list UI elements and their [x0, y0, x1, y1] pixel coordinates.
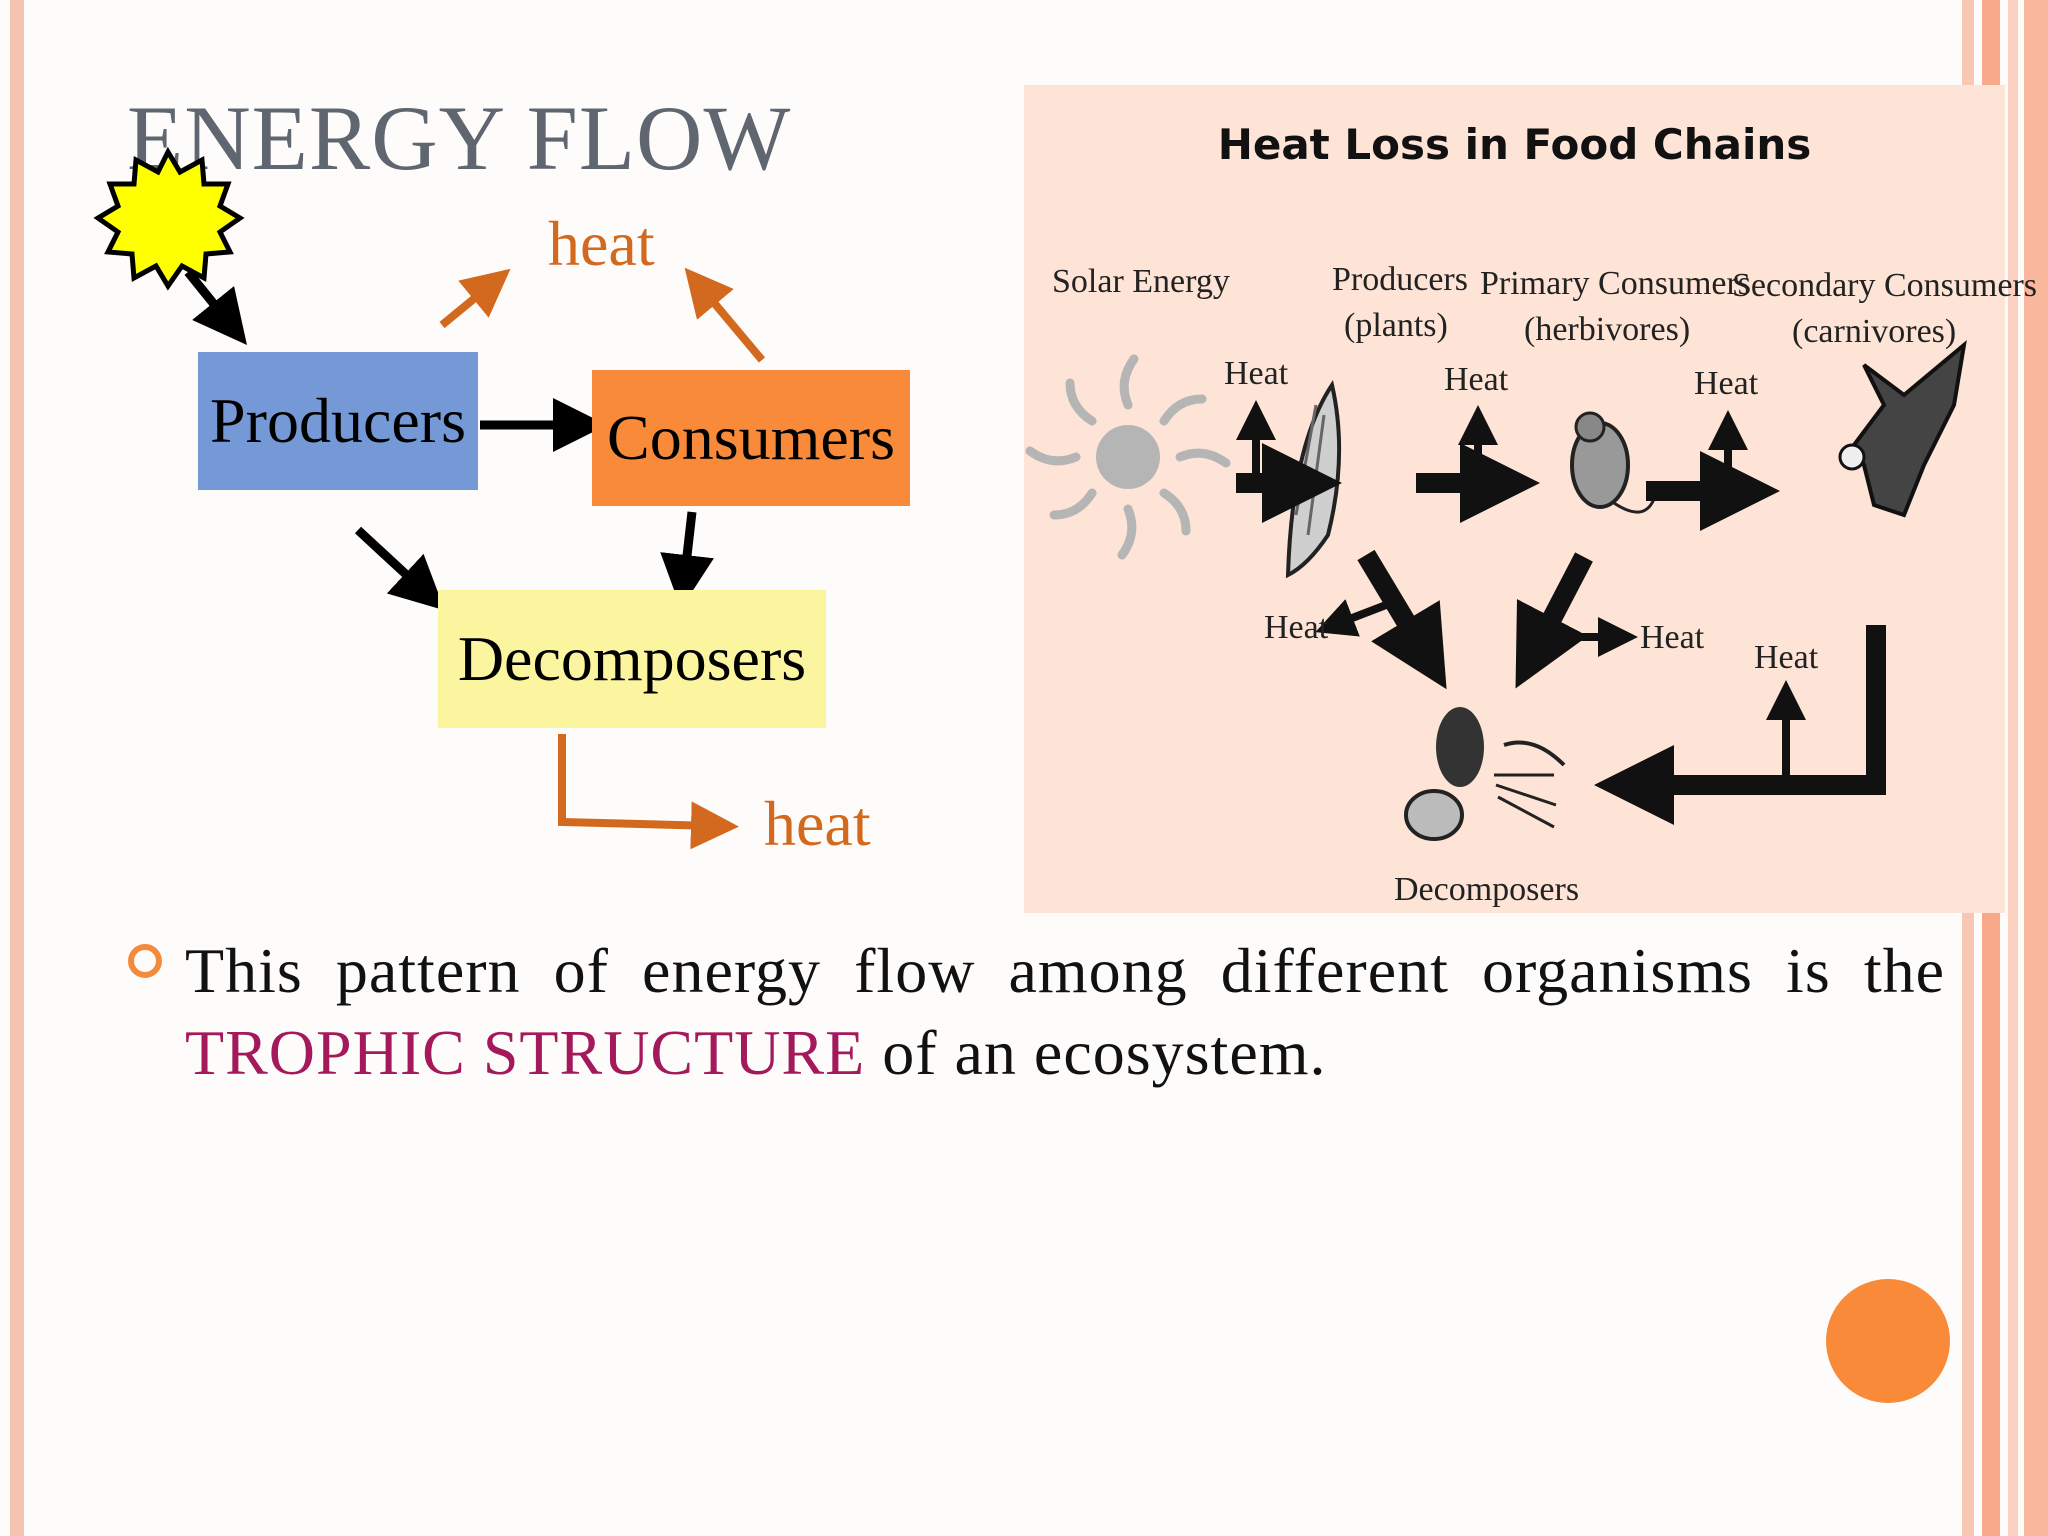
decomposers-label: Decomposers	[1394, 871, 1580, 908]
secondary-consumers-label: Secondary Consumers	[1732, 267, 2038, 304]
bullet-text-before: This pattern of energy flow among differ…	[185, 935, 1945, 1006]
bullet-icon	[128, 944, 162, 978]
heat-label-2: Heat	[1444, 361, 1509, 398]
decorative-orange-circle	[1826, 1279, 1950, 1403]
slide-title: ENERGY FLOW	[127, 87, 792, 189]
arrow-consumers-to-decomposers	[660, 511, 714, 609]
sun-icon	[93, 146, 245, 291]
heat-label-3: Heat	[1694, 365, 1759, 402]
arrow-producers-heat	[439, 268, 511, 329]
solar-energy-label: Solar Energy	[1052, 263, 1230, 300]
heat-label-bottom: heat	[764, 788, 871, 859]
heat-label-4: Heat	[1264, 609, 1329, 646]
bullet-paragraph: This pattern of energy flow among differ…	[185, 930, 1945, 1094]
primary-consumers-sub-label: (herbivores)	[1524, 311, 1691, 348]
eagle-icon	[1838, 340, 1967, 518]
trophic-structure-term: TROPHIC STRUCTURE	[185, 1017, 866, 1088]
producers-box: Producers	[198, 352, 478, 490]
producers-sub-label: (plants)	[1344, 307, 1448, 344]
food-chain-image: Heat Loss in Food Chains	[1024, 85, 2037, 913]
arrow-consumers-heat	[684, 267, 766, 363]
consumers-box: Consumers	[592, 370, 910, 506]
solar-sun-icon	[1025, 354, 1231, 560]
decomposer-critters-icon	[1404, 707, 1566, 841]
mouse-icon	[1570, 411, 1656, 514]
food-chain-drawing	[1025, 340, 1967, 841]
food-chain-title: Heat Loss in Food Chains	[1217, 120, 1812, 169]
left-border-stripe	[10, 0, 24, 1536]
arrow-producers-to-decomposers	[354, 526, 445, 611]
right-border-stripe-4	[2024, 0, 2048, 1536]
energy-flow-arrows	[93, 146, 766, 850]
decomposers-box: Decomposers	[438, 590, 826, 728]
heat-label-6: Heat	[1754, 639, 1819, 676]
arrow-sun-to-producers	[184, 269, 247, 346]
heat-label-5: Heat	[1640, 619, 1705, 656]
bullet-text-after: of an ecosystem.	[865, 1017, 1327, 1088]
secondary-consumers-sub-label: (carnivores)	[1792, 313, 1957, 350]
right-border-stripe-3	[2008, 0, 2018, 1536]
primary-consumers-label: Primary Consumers	[1480, 265, 1752, 302]
heat-label-1: Heat	[1224, 355, 1289, 392]
heat-label-top: heat	[548, 208, 655, 279]
arrow-decomposers-heat	[558, 734, 739, 850]
producers-label: Producers	[1332, 261, 1468, 298]
